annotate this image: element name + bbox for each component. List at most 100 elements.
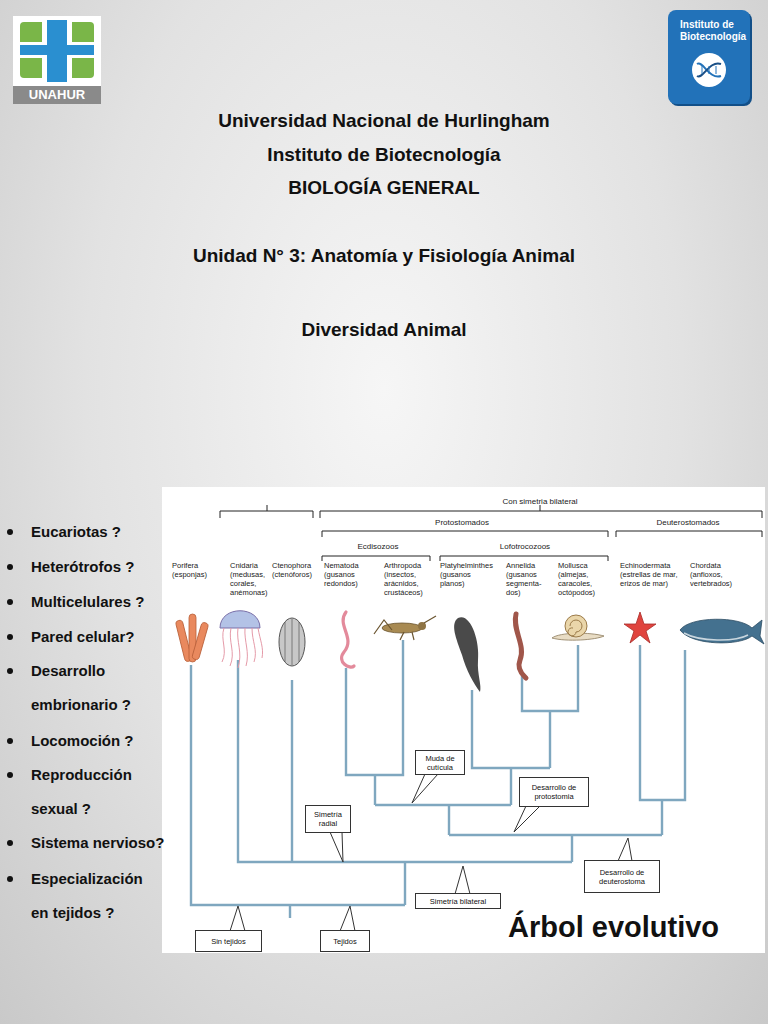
callout-box: Simetría radial	[305, 805, 351, 833]
taxon-name: Ctenophora	[272, 561, 311, 570]
title-line: Unidad N° 3: Anatomía y Fisiología Anima…	[0, 244, 768, 268]
taxon-name: Echinodermata	[620, 561, 670, 570]
snail-drawing	[565, 615, 587, 637]
clade-brackets	[616, 531, 762, 537]
tree-caption: Árbol evolutivo	[508, 910, 719, 944]
unahur-logo	[20, 22, 42, 42]
phylogeny-lines	[640, 645, 685, 835]
taxon-name: Porifera	[172, 561, 198, 570]
callout-box: Tejidos	[320, 930, 370, 952]
phylogeny-lines	[191, 640, 685, 918]
question-bullet: Desarrollo embrionario ?	[31, 654, 161, 722]
ctenophore-drawing	[292, 619, 293, 665]
bullet-dots	[7, 876, 13, 882]
taxon-description: (gusanos redondos)	[324, 570, 368, 588]
clade-brackets	[220, 505, 762, 561]
grasshopper-drawing	[374, 616, 436, 640]
snail-drawing	[568, 620, 582, 636]
bullet-dots	[7, 634, 13, 640]
taxon-description: (anfioxos, vertebrados)	[690, 570, 742, 588]
unahur-logo	[13, 16, 101, 104]
taxon-name: Annelida	[506, 561, 535, 570]
callout-pointers	[618, 838, 632, 861]
bullet-dots	[7, 668, 13, 674]
callout-pointers	[412, 774, 438, 803]
ctenophore-drawing	[299, 622, 300, 662]
bullet-dots	[7, 529, 13, 882]
clade-brackets	[220, 505, 313, 518]
grasshopper-drawing	[374, 616, 436, 640]
institute-badge	[692, 53, 726, 87]
grasshopper-drawing	[374, 620, 392, 634]
institute-badge	[716, 66, 717, 74]
title-line: Diversidad Animal	[0, 318, 768, 342]
taxon-description: (gusanos segmenta- dos)	[506, 570, 550, 597]
flatworm-drawing	[454, 617, 480, 692]
clade-header: Protostomados	[402, 518, 522, 528]
ctenophore-drawing	[285, 619, 299, 665]
phylogeny-lines	[404, 862, 406, 905]
clade-header: Lofotrocozoos	[465, 542, 585, 552]
question-bullet: Sistema nervioso?	[31, 826, 164, 860]
jellyfish-drawing	[230, 628, 232, 666]
ctenophore-drawing	[279, 618, 305, 666]
jellyfish-drawing	[222, 628, 224, 662]
callout-pointers	[455, 866, 470, 894]
title-line: BIOLOGÍA GENERAL	[0, 176, 768, 200]
taxon-description: (ctenóforos)	[272, 570, 318, 579]
institute-badge	[709, 66, 710, 74]
institute-badge	[702, 66, 703, 74]
phylogeny-lines	[449, 834, 662, 836]
unahur-logo	[20, 58, 42, 78]
callout-box: Sin tejidos	[195, 930, 262, 952]
clade-brackets	[320, 505, 762, 518]
phylogeny-lines	[522, 645, 578, 768]
jellyfish-drawing	[238, 628, 240, 668]
nematode-drawing	[342, 612, 354, 667]
taxon-name: Nematoda	[324, 561, 359, 570]
phylogeny-lines	[375, 804, 511, 806]
node-text: UNAHUR	[13, 86, 101, 104]
bullet-dots	[7, 599, 13, 605]
unahur-logo	[20, 45, 94, 55]
question-bullet: Eucariotas ?	[31, 515, 121, 549]
clade-header: Deuterostomados	[628, 518, 748, 528]
jellyfish-drawing	[220, 611, 263, 668]
question-bullet: Heterótrofos ?	[31, 550, 134, 584]
callout-pointers	[230, 774, 632, 931]
snail-drawing	[552, 615, 604, 640]
whale-drawing	[684, 633, 748, 640]
bullet-dots	[7, 840, 13, 846]
bullet-dots	[7, 564, 13, 570]
taxon-description: (estrellas de mar, erizos de mar)	[620, 570, 682, 588]
question-bullet: Locomoción ?	[31, 724, 134, 758]
jellyfish-drawing	[252, 628, 255, 662]
institute-badge: Instituto de Biotecnología	[668, 10, 750, 104]
clade-brackets	[322, 556, 430, 561]
grasshopper-drawing	[424, 616, 436, 623]
taxon-description: (almejas, caracoles, octópodos)	[558, 570, 610, 597]
taxon-description: (insectos, arácnidos, crustáceos)	[384, 570, 432, 597]
taxon-name: Chordata	[690, 561, 721, 570]
callout-box: Desarrollo de deuterostoma	[584, 860, 660, 893]
phylogeny-lines	[448, 805, 450, 835]
taxon-name: Mollusca	[558, 561, 588, 570]
whale-drawing	[680, 619, 764, 644]
node-text: Instituto de Biotecnología	[680, 19, 744, 43]
bullet-dots	[7, 772, 13, 778]
question-bullet: Especialización en tejidos ?	[31, 862, 161, 930]
clade-header: Con simetria bilateral	[480, 497, 600, 507]
grasshopper-drawing	[412, 632, 414, 640]
whale-drawing	[680, 619, 764, 644]
jellyfish-drawing	[258, 628, 263, 658]
sponge-drawing	[192, 622, 209, 660]
node-text: Desarrollo de protostomia	[522, 783, 586, 801]
node-text: Simetría bilateral	[430, 897, 486, 906]
jellyfish-drawing	[220, 611, 260, 628]
unahur-logo	[72, 22, 94, 42]
taxon-description: (esponjas)	[172, 570, 212, 579]
unahur-logo	[72, 58, 94, 78]
clade-header: Ecdisozoos	[318, 542, 438, 552]
